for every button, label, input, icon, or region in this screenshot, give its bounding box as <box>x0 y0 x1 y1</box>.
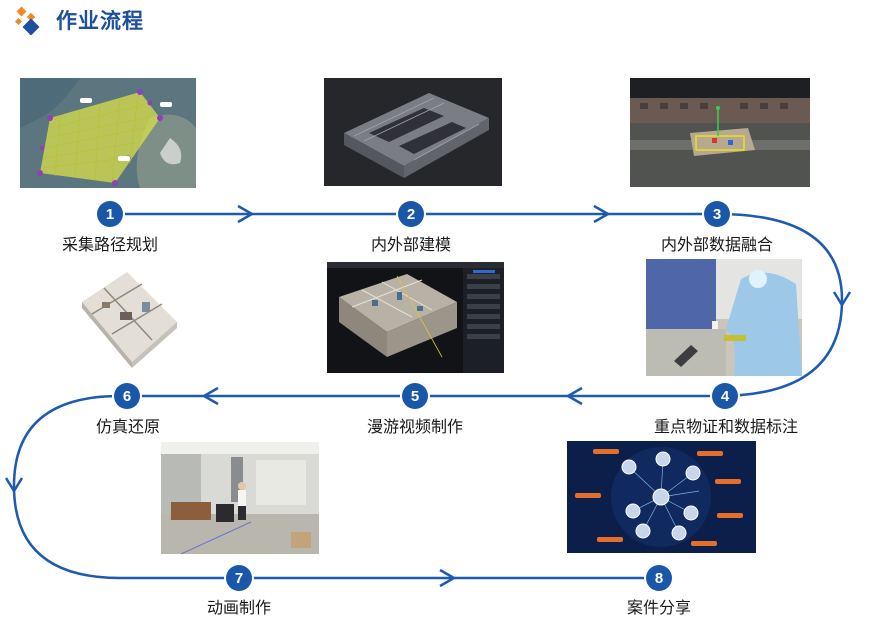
header: 作业流程 <box>14 2 144 38</box>
step-3-number: 3 <box>704 201 730 227</box>
arrow-right-icon <box>439 568 457 588</box>
scene-data-fusion-view <box>630 78 810 187</box>
step-2-label: 内外部建模 <box>370 235 452 254</box>
arrow-down-icon <box>4 477 24 494</box>
arrow-right-icon <box>237 204 255 224</box>
arrow-left-icon <box>201 386 219 406</box>
arrow-left-icon <box>565 386 583 406</box>
step-5-label: 漫游视频制作 <box>366 417 464 436</box>
step-3-label: 内外部数据融合 <box>660 235 774 254</box>
case-sharing-hub-graphic <box>567 441 756 553</box>
step-2-number: 2 <box>398 201 424 227</box>
floorplan-3d-render <box>72 262 186 374</box>
office-animation-scene <box>161 442 319 554</box>
page-title: 作业流程 <box>56 9 144 33</box>
step-4-label: 重点物证和数据标注 <box>653 417 799 436</box>
diamond-cluster-logo <box>14 5 48 36</box>
interior-roaming-software <box>327 262 504 373</box>
step-6-label: 仿真还原 <box>95 417 161 436</box>
step-6-number: 6 <box>114 383 140 409</box>
step-1-label: 采集路径规划 <box>61 235 159 254</box>
step-7-label: 动画制作 <box>206 598 272 617</box>
step-8-number: 8 <box>646 565 672 591</box>
step-5-number: 5 <box>402 383 428 409</box>
3d-building-model <box>324 78 502 186</box>
step-1-number: 1 <box>97 201 123 227</box>
step-8-label: 案件分享 <box>626 598 692 617</box>
arrow-down-icon <box>832 291 852 308</box>
step-7-number: 7 <box>226 565 252 591</box>
evidence-marking-photo <box>646 259 802 376</box>
drone-flight-path-map <box>20 78 196 188</box>
step-4-number: 4 <box>712 383 738 409</box>
arrow-right-icon <box>593 204 611 224</box>
